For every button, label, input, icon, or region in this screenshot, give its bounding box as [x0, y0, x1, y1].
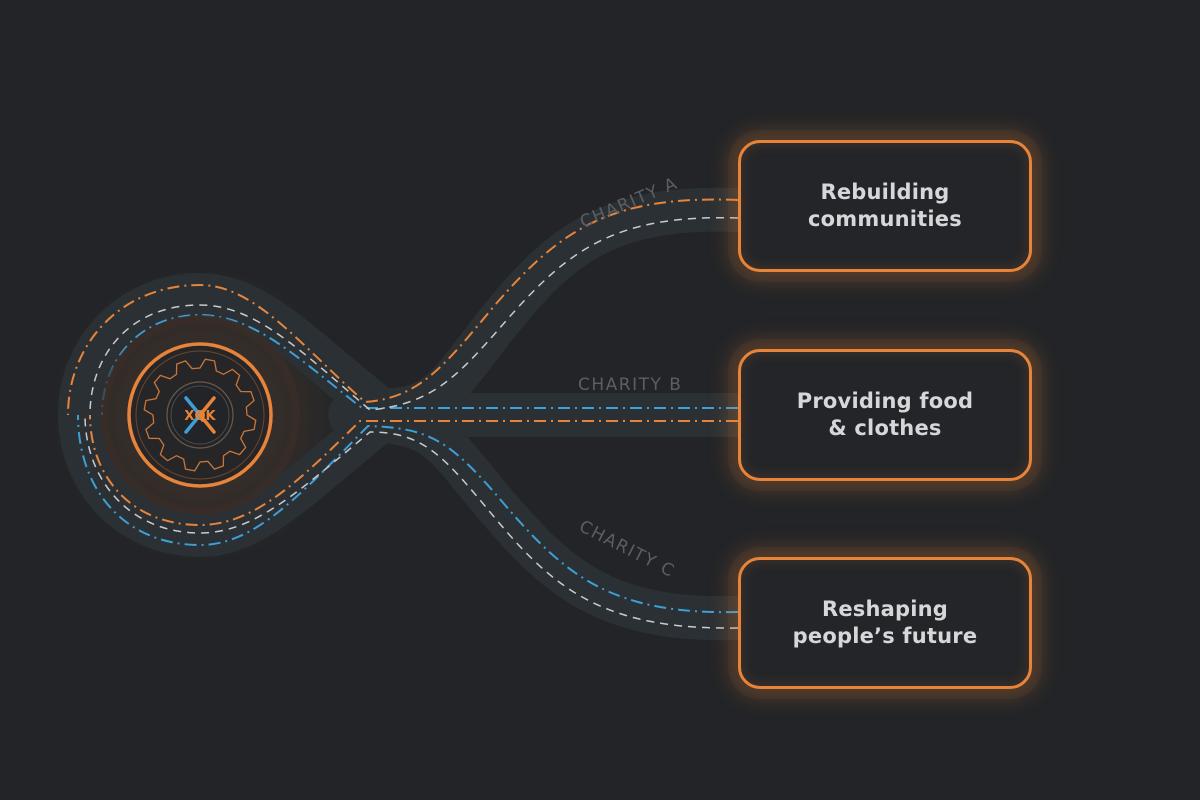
outcome-box-charity-a: Rebuilding communities	[738, 140, 1032, 272]
logo-text: XQK	[184, 409, 216, 424]
lane-white-a	[89, 216, 739, 416]
lane-white-c	[84, 414, 739, 629]
hub-inner-ring	[135, 350, 265, 480]
outcome-label-charity-c: Reshaping people’s future	[792, 597, 978, 648]
outcome-label-charity-a: Rebuilding communities	[808, 180, 962, 231]
road-loop	[57, 272, 397, 558]
outcome-box-charity-b: Providing food & clothes	[738, 349, 1032, 481]
hub-core-inner	[170, 385, 230, 445]
lanes-white	[84, 216, 739, 629]
lanes-blue	[77, 313, 739, 614]
hub: XQK	[100, 315, 300, 515]
hub-outer-halo	[100, 315, 300, 515]
lane-blue-c	[77, 414, 739, 614]
charity-b-label: CHARITY B	[578, 375, 682, 395]
lane-orange-b	[89, 414, 738, 527]
logo-x-orange	[197, 396, 216, 434]
road-branch-c	[333, 398, 760, 641]
gear-outline	[143, 358, 257, 472]
outcome-box-charity-c: Reshaping people’s future	[738, 557, 1032, 689]
gear-logo-icon	[143, 358, 257, 472]
lane-orange-a	[67, 198, 739, 416]
lanes-orange	[67, 198, 739, 527]
road-band	[57, 187, 760, 641]
outcome-label-charity-b: Providing food & clothes	[796, 389, 974, 440]
